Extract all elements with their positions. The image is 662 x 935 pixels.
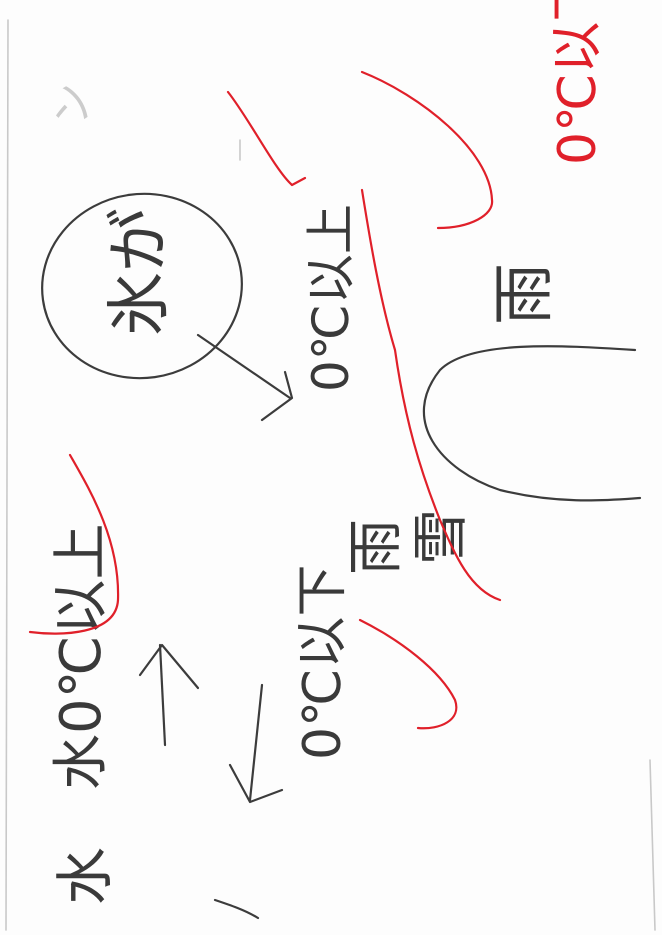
down-arrow-shaft — [250, 685, 262, 800]
up-arrow-head — [140, 645, 198, 688]
pencil-stroke — [215, 900, 258, 918]
red-check-1 — [228, 92, 305, 185]
faint-note: ン — [48, 83, 97, 125]
red-annotation: 0℃以下 — [548, 0, 608, 165]
left-paper-edge — [6, 20, 8, 930]
red-hook-lower — [360, 620, 456, 728]
snow-label: 雪 — [409, 509, 474, 565]
left-state-text: 水0℃以上 — [49, 523, 114, 790]
cloud-curve — [424, 346, 640, 500]
red-check-2 — [362, 72, 492, 228]
right-paper-edge — [650, 760, 655, 930]
middle-rain-label: 雨 — [344, 519, 409, 575]
down-arrow-head — [230, 765, 282, 802]
water-label: 水 — [51, 847, 119, 905]
up-arrow-shaft — [160, 645, 165, 745]
circled-word: 氷が — [103, 208, 177, 336]
upper-condition: 0℃以上 — [302, 204, 360, 392]
lower-condition: 0℃以下 — [293, 565, 353, 760]
right-rain-label: 雨 — [487, 263, 560, 325]
arrow-line — [198, 335, 290, 398]
